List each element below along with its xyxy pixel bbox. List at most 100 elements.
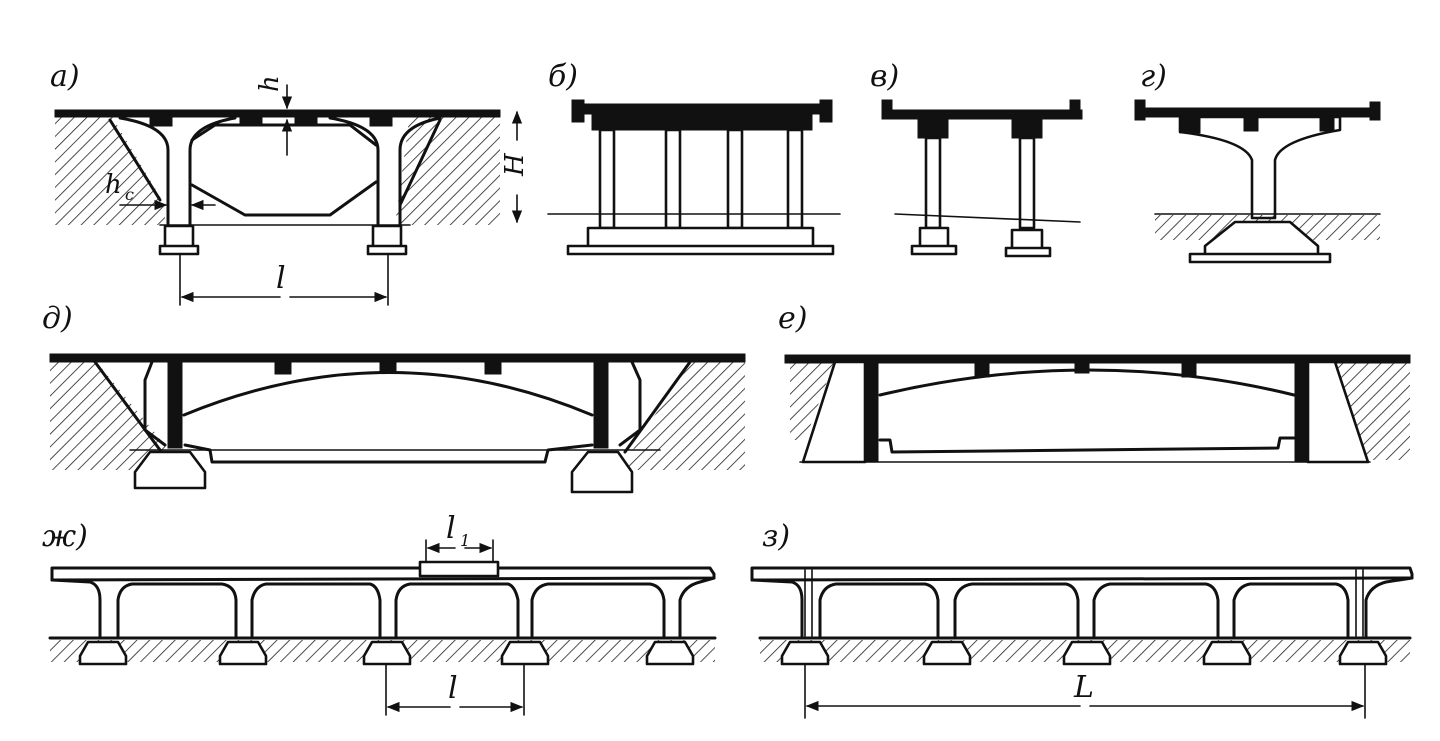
- footing: [645, 640, 695, 666]
- ground-hatch-right: [1330, 360, 1410, 460]
- scheme-b: б): [547, 59, 841, 256]
- deck-slab: [784, 354, 1411, 364]
- footing-left-base: [158, 244, 200, 256]
- frame-bay: [394, 582, 520, 638]
- frame-leg: [750, 578, 804, 638]
- bearing: [1319, 116, 1335, 132]
- curb-right: [819, 99, 833, 123]
- frames: [750, 569, 1414, 638]
- channel-bottom: [183, 443, 594, 464]
- dim-L-label: L: [1073, 670, 1094, 705]
- scheme-e: е): [778, 301, 1411, 464]
- deck-slab: [881, 109, 1083, 120]
- panel-label-a: а): [50, 59, 80, 94]
- footing: [780, 640, 830, 666]
- deck-rib: [379, 361, 397, 373]
- column-right: [1018, 136, 1036, 230]
- panel-label-zh: ж): [42, 519, 88, 554]
- scheme-zh: ж) l 1 l: [42, 511, 717, 716]
- frame-leg: [678, 576, 716, 638]
- ground-hatch-left: [790, 360, 835, 440]
- footing: [218, 640, 268, 666]
- slope-right: [398, 118, 442, 207]
- scheme-a: а) h h c H: [50, 59, 530, 306]
- dim-hc-label: h: [105, 170, 122, 200]
- frame-bay: [953, 582, 1080, 638]
- ground-line: [894, 213, 1081, 223]
- suspended-span: [418, 560, 500, 578]
- frame-bay: [1092, 582, 1220, 638]
- footing: [1062, 640, 1112, 666]
- frame-leg: [1364, 576, 1414, 638]
- dim-l-label: l: [276, 261, 286, 296]
- arch-curve: [182, 371, 594, 417]
- footing-right-base: [366, 244, 408, 256]
- abutment-right-wall: [593, 361, 609, 449]
- channel-bottom: [878, 436, 1296, 454]
- cross-beam: [190, 123, 378, 147]
- dim-l1-label: l: [446, 511, 456, 546]
- abutment-left-wall: [865, 361, 879, 463]
- deck-slab: [1134, 107, 1381, 118]
- slope-right: [623, 360, 692, 454]
- dim-h-label: h: [255, 75, 285, 92]
- cap-beam: [591, 113, 813, 131]
- curb-left: [1134, 99, 1146, 121]
- deck: [750, 566, 1414, 582]
- deck-slab: [49, 353, 746, 363]
- footing-left: [133, 450, 207, 490]
- panel-label-g: г): [1140, 59, 1167, 94]
- abutment-right-wall: [1294, 361, 1308, 463]
- slope-left: [108, 118, 162, 202]
- deck-rib: [1074, 362, 1090, 374]
- deck-rib: [484, 361, 502, 375]
- frame-bay: [1232, 582, 1350, 638]
- deck-slab: [571, 103, 833, 115]
- curb-right: [1369, 101, 1381, 121]
- deck-rib: [369, 115, 393, 127]
- panel-label-e: е): [778, 301, 807, 336]
- cap-right: [1011, 117, 1043, 139]
- curb-left: [571, 99, 585, 123]
- ground-hatch-left: [55, 113, 165, 225]
- footing: [500, 640, 550, 666]
- scheme-g: г): [1134, 59, 1381, 264]
- footing-base: [1188, 252, 1332, 264]
- frame-bay: [530, 582, 666, 638]
- dim-l-label: l: [448, 671, 458, 706]
- deck-slab: [54, 109, 501, 118]
- footing: [1202, 640, 1252, 666]
- ground-hatch-right: [395, 113, 500, 225]
- deck-rib: [149, 115, 173, 127]
- panel-label-d: д): [42, 301, 73, 336]
- arch-curve: [878, 368, 1296, 397]
- dim-l1-sub: 1: [460, 531, 470, 550]
- frame-bay: [250, 582, 382, 638]
- footing: [362, 640, 412, 666]
- footing: [922, 640, 972, 666]
- abutment-right-front: [618, 360, 642, 447]
- ground-hatch-right: [620, 360, 745, 470]
- scheme-d: д): [42, 301, 746, 494]
- foundation-base: [566, 244, 835, 256]
- channel-bottom: [190, 180, 378, 217]
- dim-H-label: H: [500, 152, 530, 177]
- footing: [78, 640, 128, 666]
- pier-right: [328, 116, 442, 227]
- footing-right: [570, 450, 634, 494]
- frames: [50, 576, 716, 638]
- footing: [1338, 640, 1388, 666]
- ground-hatch-left: [50, 360, 165, 470]
- piles: [598, 128, 804, 230]
- panel-label-z: з): [762, 519, 790, 554]
- abutment-left-front: [143, 360, 167, 447]
- cap-left: [917, 117, 949, 139]
- column-left: [924, 136, 942, 230]
- footing-left-base: [910, 244, 958, 256]
- deck: [50, 566, 716, 582]
- frame-bay: [116, 582, 238, 638]
- curb-left: [881, 99, 893, 119]
- panel-label-b: б): [548, 59, 578, 94]
- abutment-left-wall: [167, 361, 183, 449]
